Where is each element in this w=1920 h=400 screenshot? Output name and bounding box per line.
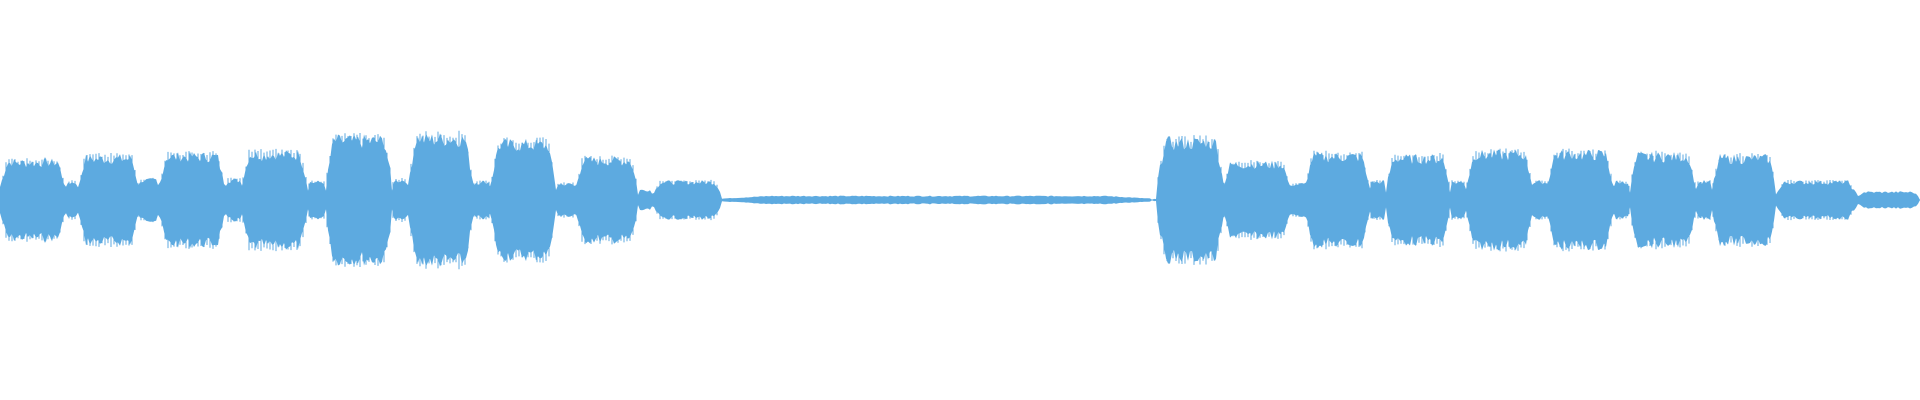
waveform-body — [0, 130, 1920, 270]
